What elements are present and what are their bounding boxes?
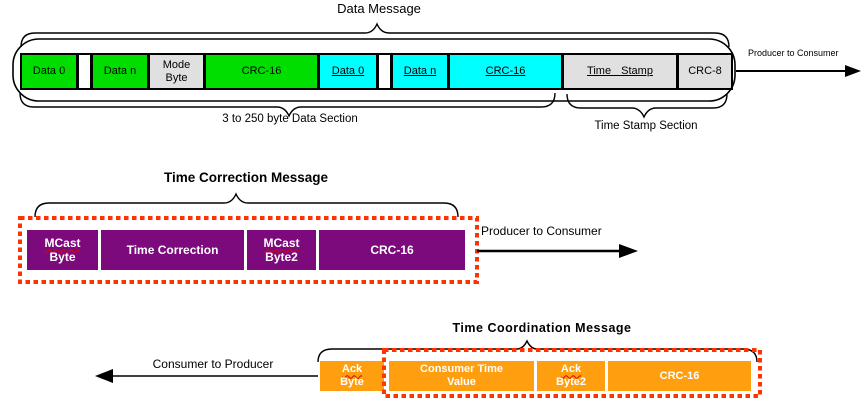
field-label-line2: Value <box>447 376 476 388</box>
field-label-line1: Ack <box>560 363 582 376</box>
field-crc16-green: CRC-16 <box>204 53 319 90</box>
field-data-n-cyan: Data n <box>391 53 449 90</box>
top-direction-label: Producer to Consumer <box>748 48 839 58</box>
field-data-0-cyan: Data 0 <box>318 53 378 90</box>
data-message-title: Data Message <box>337 1 421 16</box>
field-label: CRC-16 <box>659 369 700 382</box>
field-crc16-purple: CRC-16 <box>319 230 465 270</box>
field-label-line2: Byte <box>340 376 364 388</box>
field-ack-byte: Ack Byte <box>320 361 384 391</box>
middle-direction-label: Producer to Consumer <box>481 224 602 238</box>
field-time-stamp: Time Stamp <box>562 53 678 90</box>
field-label-line1: MCast <box>44 235 81 250</box>
field-label-line1: MCast <box>263 235 300 250</box>
field-crc8: CRC-8 <box>677 53 733 90</box>
field-label: Time Correction <box>126 242 219 257</box>
top-direction-arrowhead <box>845 65 861 77</box>
time-correction-brace <box>34 192 459 218</box>
field-label-line1: Mode <box>162 58 191 71</box>
time-coordination-title: Time Coordination Message <box>452 321 632 335</box>
middle-direction-arrowhead <box>619 244 638 258</box>
field-data-n-green: Data n <box>91 53 149 90</box>
data-section-label: 3 to 250 byte Data Section <box>222 113 358 125</box>
field-label: CRC-8 <box>688 65 722 78</box>
field-mode-byte: Mode Byte <box>148 53 205 90</box>
field-data-0-green: Data 0 <box>20 53 78 90</box>
field-label-line1: Consumer Time <box>420 363 503 376</box>
time-stamp-section-label: Time Stamp Section <box>594 120 698 132</box>
time-coordination-brace <box>317 339 758 363</box>
field-label: Data n <box>103 65 137 78</box>
field-label-line2: Byte2 <box>265 250 298 264</box>
field-label-line2: Byte <box>165 71 188 84</box>
field-label: CRC-16 <box>485 65 526 78</box>
field-label: Time Stamp <box>587 65 653 78</box>
field-ack-byte2: Ack Byte2 <box>537 361 605 391</box>
field-label-line2: Byte <box>49 250 76 264</box>
time-correction-title: Time Correction Message <box>163 170 329 185</box>
field-label: CRC-16 <box>241 65 282 78</box>
field-label: Data n <box>403 65 437 78</box>
field-label-line1: Ack <box>341 363 363 376</box>
field-ellipsis-spacer-cyan <box>377 53 392 90</box>
field-ellipsis-spacer-green <box>77 53 92 90</box>
field-crc16-cyan: CRC-16 <box>448 53 563 90</box>
field-label: Data 0 <box>331 65 365 78</box>
field-crc16-orange: CRC-16 <box>608 361 751 391</box>
field-label: Data 0 <box>32 65 66 78</box>
bottom-direction-arrowhead <box>95 369 113 383</box>
bottom-direction-label: Consumer to Producer <box>152 357 274 371</box>
field-time-correction: Time Correction <box>101 230 244 270</box>
field-mcast-byte: MCast Byte <box>27 230 98 270</box>
field-label-line2: Byte2 <box>556 376 586 388</box>
field-label: CRC-16 <box>370 242 414 257</box>
data-message-brace <box>20 22 730 48</box>
field-mcast-byte2: MCast Byte2 <box>247 230 316 270</box>
time-stamp-section-brace <box>566 93 728 119</box>
field-consumer-time-value: Consumer Time Value <box>389 361 534 391</box>
